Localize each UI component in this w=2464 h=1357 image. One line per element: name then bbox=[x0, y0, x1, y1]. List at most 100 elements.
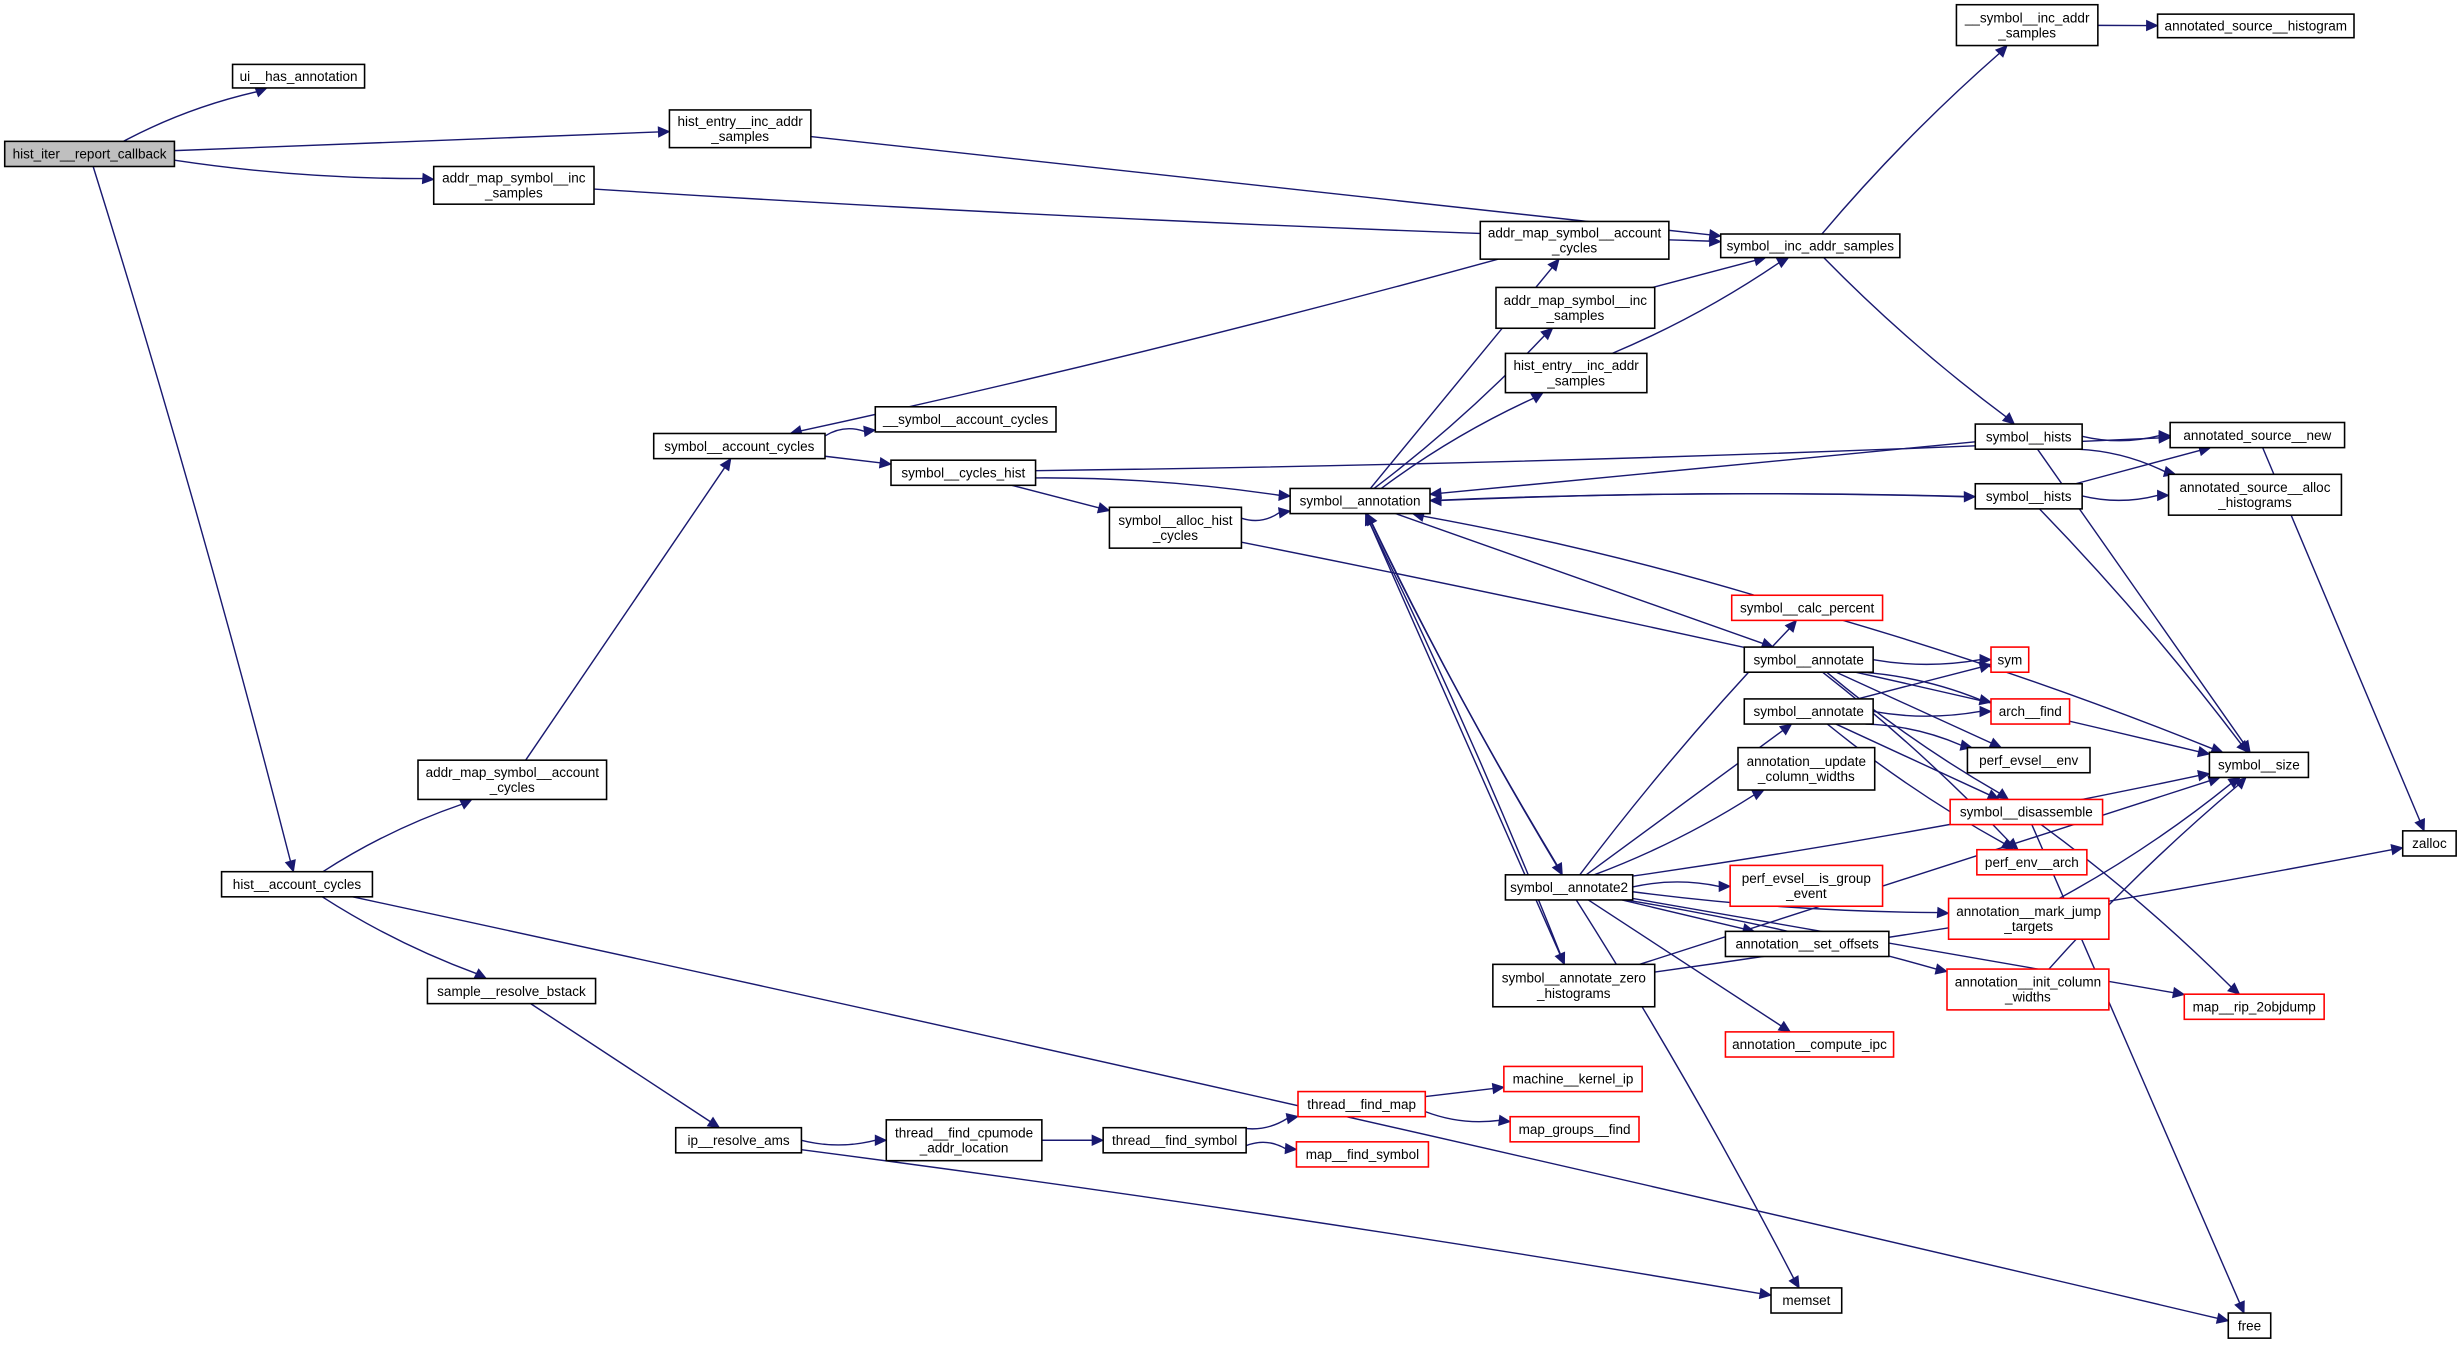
node-symbol-calc-percent[interactable]: symbol__calc_percent bbox=[1730, 594, 1884, 622]
node-ip-resolve-ams[interactable]: ip__resolve_ams bbox=[674, 1126, 803, 1154]
node-box[interactable] bbox=[1743, 698, 1874, 725]
node-thread-find-cpumode-addr-location[interactable]: thread__find_cpumode_addr_location bbox=[885, 1119, 1043, 1162]
node-box[interactable] bbox=[1743, 646, 1874, 674]
node-map-rip-2objdump[interactable]: map__rip_2objdump bbox=[2183, 993, 2325, 1021]
node-box[interactable] bbox=[2227, 1312, 2272, 1339]
node-symbol-hists[interactable]: symbol__hists bbox=[1974, 482, 2083, 510]
node-box[interactable] bbox=[2167, 473, 2343, 516]
node-annotated-source-alloc-histograms[interactable]: annotated_source__alloc_histograms bbox=[2167, 473, 2343, 516]
node-box[interactable] bbox=[1102, 1126, 1247, 1154]
node-box[interactable] bbox=[1719, 233, 1901, 259]
node-box[interactable] bbox=[1949, 798, 2104, 826]
node-box[interactable] bbox=[2208, 751, 2310, 779]
node-symbol-account-cycles[interactable]: symbol__account_cycles bbox=[652, 432, 826, 460]
node-box[interactable] bbox=[2156, 13, 2355, 39]
node-hist-entry-inc-addr-samples[interactable]: hist_entry__inc_addr_samples bbox=[668, 109, 812, 149]
node-box[interactable] bbox=[1990, 698, 2071, 725]
node-box[interactable] bbox=[1974, 482, 2083, 510]
node-symbol-annotate2[interactable]: symbol__annotate2 bbox=[1504, 874, 1634, 901]
node-box[interactable] bbox=[2183, 993, 2325, 1021]
node-perf-evsel-env[interactable]: perf_evsel__env bbox=[1966, 746, 2091, 774]
node-symbol-annotate[interactable]: symbol__annotate bbox=[1743, 646, 1874, 674]
node-sample-resolve-bstack[interactable]: sample__resolve_bstack bbox=[426, 977, 597, 1005]
node-machine-kernel-ip[interactable]: machine__kernel_ip bbox=[1503, 1065, 1643, 1093]
node-hist-account-cycles[interactable]: hist__account_cycles bbox=[220, 870, 374, 898]
node-perf-env-arch[interactable]: perf_env__arch bbox=[1976, 848, 2088, 876]
node-box[interactable] bbox=[231, 63, 366, 89]
node-symbol-account-cycles[interactable]: __symbol__account_cycles bbox=[874, 406, 1057, 433]
node-box[interactable] bbox=[1947, 897, 2110, 941]
node-box[interactable] bbox=[1504, 874, 1634, 901]
node-map-groups-find[interactable]: map_groups__find bbox=[1509, 1115, 1640, 1143]
node-symbol-cycles-hist[interactable]: symbol__cycles_hist bbox=[890, 459, 1037, 487]
node-box[interactable] bbox=[1297, 1090, 1427, 1118]
node-box[interactable] bbox=[1509, 1115, 1640, 1143]
node-free[interactable]: free bbox=[2227, 1312, 2272, 1339]
node-box[interactable] bbox=[1976, 848, 2088, 876]
node-box[interactable] bbox=[2401, 830, 2457, 857]
node-box[interactable] bbox=[3, 140, 176, 168]
node-box[interactable] bbox=[652, 432, 826, 460]
node-box[interactable] bbox=[890, 459, 1037, 487]
node-box[interactable] bbox=[1990, 646, 2030, 674]
node-box[interactable] bbox=[1946, 968, 2110, 1011]
node-ui-has-annotation[interactable]: ui__has_annotation bbox=[231, 63, 366, 89]
node-symbol-inc-addr-samples[interactable]: __symbol__inc_addr_samples bbox=[1955, 3, 2099, 47]
node-box[interactable] bbox=[1108, 506, 1243, 549]
node-box[interactable] bbox=[874, 406, 1057, 433]
node-box[interactable] bbox=[1966, 746, 2091, 774]
node-box[interactable] bbox=[220, 870, 374, 898]
node-box[interactable] bbox=[1724, 1031, 1895, 1058]
node-zalloc[interactable]: zalloc bbox=[2401, 830, 2457, 857]
node-addr-map-symbol-account-cycles[interactable]: addr_map_symbol__account_cycles bbox=[1479, 220, 1670, 260]
node-box[interactable] bbox=[885, 1119, 1043, 1162]
node-box[interactable] bbox=[432, 165, 595, 205]
node-box[interactable] bbox=[1479, 220, 1670, 260]
node-annotation-compute-ipc[interactable]: annotation__compute_ipc bbox=[1724, 1031, 1895, 1058]
node-addr-map-symbol-inc-samples[interactable]: addr_map_symbol__inc_samples bbox=[1495, 286, 1656, 330]
node-annotation-update-column-widths[interactable]: annotation__update_column_widths bbox=[1737, 746, 1876, 791]
node-perf-evsel-is-group-event[interactable]: perf_evsel__is_group_event bbox=[1729, 864, 1884, 908]
node-box[interactable] bbox=[1492, 963, 1656, 1008]
node-box[interactable] bbox=[1737, 746, 1876, 791]
node-annotated-source-histogram[interactable]: annotated_source__histogram bbox=[2156, 13, 2355, 39]
node-box[interactable] bbox=[417, 759, 608, 801]
node-map-find-symbol[interactable]: map__find_symbol bbox=[1295, 1141, 1430, 1168]
node-box[interactable] bbox=[426, 977, 597, 1005]
node-box[interactable] bbox=[1729, 864, 1884, 908]
node-addr-map-symbol-account-cycles[interactable]: addr_map_symbol__account_cycles bbox=[417, 759, 608, 801]
node-annotation-init-column-widths[interactable]: annotation__init_column_widths bbox=[1946, 968, 2110, 1011]
node-box[interactable] bbox=[1770, 1287, 1843, 1314]
node-box[interactable] bbox=[1504, 352, 1648, 394]
node-box[interactable] bbox=[1495, 286, 1656, 330]
node-box[interactable] bbox=[1295, 1141, 1430, 1168]
node-box[interactable] bbox=[1730, 594, 1884, 622]
node-symbol-annotate[interactable]: symbol__annotate bbox=[1743, 698, 1874, 725]
node-symbol-annotation[interactable]: symbol__annotation bbox=[1289, 487, 1431, 515]
node-annotated-source-new[interactable]: annotated_source__new bbox=[2169, 421, 2346, 449]
node-box[interactable] bbox=[668, 109, 812, 149]
node-annotation-mark-jump-targets[interactable]: annotation__mark_jump_targets bbox=[1947, 897, 2110, 941]
node-box[interactable] bbox=[2169, 421, 2346, 449]
node-addr-map-symbol-inc-samples[interactable]: addr_map_symbol__inc_samples bbox=[432, 165, 595, 205]
node-symbol-size[interactable]: symbol__size bbox=[2208, 751, 2310, 779]
node-box[interactable] bbox=[674, 1126, 803, 1154]
node-symbol-hists[interactable]: symbol__hists bbox=[1974, 423, 2083, 450]
node-hist-entry-inc-addr-samples[interactable]: hist_entry__inc_addr_samples bbox=[1504, 352, 1648, 394]
node-box[interactable] bbox=[1955, 3, 2099, 47]
node-box[interactable] bbox=[1503, 1065, 1643, 1093]
node-symbol-alloc-hist-cycles[interactable]: symbol__alloc_hist_cycles bbox=[1108, 506, 1243, 549]
node-sym[interactable]: sym bbox=[1990, 646, 2030, 674]
node-symbol-annotate-zero-histograms[interactable]: symbol__annotate_zero_histograms bbox=[1492, 963, 1656, 1008]
node-symbol-disassemble[interactable]: symbol__disassemble bbox=[1949, 798, 2104, 826]
node-memset[interactable]: memset bbox=[1770, 1287, 1843, 1314]
node-box[interactable] bbox=[1974, 423, 2083, 450]
node-box[interactable] bbox=[1289, 487, 1431, 515]
node-arch-find[interactable]: arch__find bbox=[1990, 698, 2071, 725]
node-box[interactable] bbox=[1724, 930, 1890, 958]
node-symbol-inc-addr-samples[interactable]: symbol__inc_addr_samples bbox=[1719, 233, 1901, 259]
node-thread-find-symbol[interactable]: thread__find_symbol bbox=[1102, 1126, 1247, 1154]
node-thread-find-map[interactable]: thread__find_map bbox=[1297, 1090, 1427, 1118]
node-hist-iter-report-callback[interactable]: hist_iter__report_callback bbox=[3, 140, 176, 168]
node-annotation-set-offsets[interactable]: annotation__set_offsets bbox=[1724, 930, 1890, 958]
